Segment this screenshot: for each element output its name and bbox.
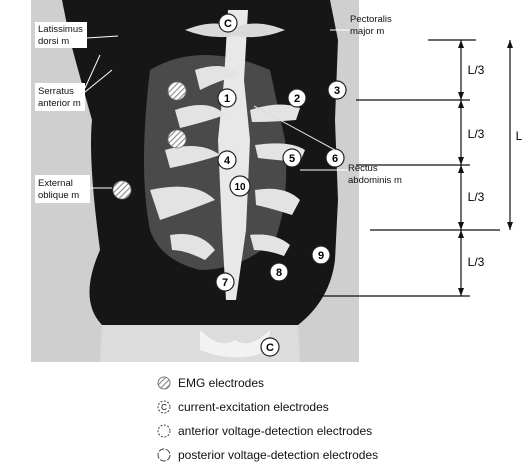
oblique-label-2: oblique m (38, 190, 79, 201)
open-circle-icon (156, 447, 172, 463)
oblique-label-1: External (38, 178, 73, 189)
e4-label: 4 (224, 155, 231, 167)
electrode-3: 3 (328, 81, 346, 99)
e5-label: 5 (289, 153, 295, 165)
electrode-2: 2 (288, 89, 306, 107)
electrode-8: 8 (270, 263, 288, 281)
electrode-4: 4 (218, 151, 236, 169)
segment-2-label: L/3 (468, 127, 485, 141)
e7-label: 7 (222, 277, 228, 289)
legend-anterior: anterior voltage-detection electrodes (156, 423, 372, 439)
c-top-label: C (224, 18, 232, 30)
svg-text:C: C (161, 403, 167, 412)
dimension-arrows (458, 40, 513, 296)
total-length-label: L (516, 129, 523, 143)
electrode-10: 10 (230, 176, 250, 196)
legend-emg-text: EMG electrodes (178, 376, 264, 390)
e8-label: 8 (276, 267, 282, 279)
legend-emg: EMG electrodes (156, 375, 264, 391)
e6-label: 6 (332, 153, 338, 165)
legend-current: C current-excitation electrodes (156, 399, 329, 415)
electrode-5: 5 (283, 149, 301, 167)
dashed-circle-icon (156, 423, 172, 439)
latissimus-label-2: dorsi m (38, 36, 69, 47)
e3-label: 3 (334, 85, 340, 97)
emg-electrode (168, 130, 186, 148)
electrode-9: 9 (312, 246, 330, 264)
latissimus-label-1: Latissimus (38, 24, 83, 35)
electrode-6: 6 (326, 149, 344, 167)
hatched-circle-icon (156, 375, 172, 391)
emg-electrode (168, 82, 186, 100)
e2-label: 2 (294, 93, 300, 105)
segment-3-label: L/3 (468, 190, 485, 204)
electrode-7: 7 (216, 273, 234, 291)
c-circle-icon: C (156, 399, 172, 415)
serratus-label-1: Serratus (38, 86, 74, 97)
e10-label: 10 (234, 182, 246, 193)
legend-anterior-text: anterior voltage-detection electrodes (178, 424, 372, 438)
e1-label: 1 (224, 93, 230, 105)
electrode-1: 1 (218, 89, 236, 107)
segment-1-label: L/3 (468, 63, 485, 77)
legend-posterior-text: posterior voltage-detection electrodes (178, 448, 378, 462)
legend-current-text: current-excitation electrodes (178, 400, 329, 414)
c-bottom-label: C (266, 342, 274, 354)
legend-posterior: posterior voltage-detection electrodes (156, 447, 378, 463)
e9-label: 9 (318, 250, 324, 262)
segment-4-label: L/3 (468, 255, 485, 269)
pectoralis-label-2: major m (350, 26, 384, 37)
rectus-label-2: abdominis m (348, 175, 402, 186)
current-electrode-bottom: C (261, 338, 279, 356)
pectoralis-label-1: Pectoralis (350, 14, 392, 25)
emg-electrode (113, 181, 131, 199)
serratus-label-2: anterior m (38, 98, 81, 109)
current-electrode-top: C (219, 14, 237, 32)
